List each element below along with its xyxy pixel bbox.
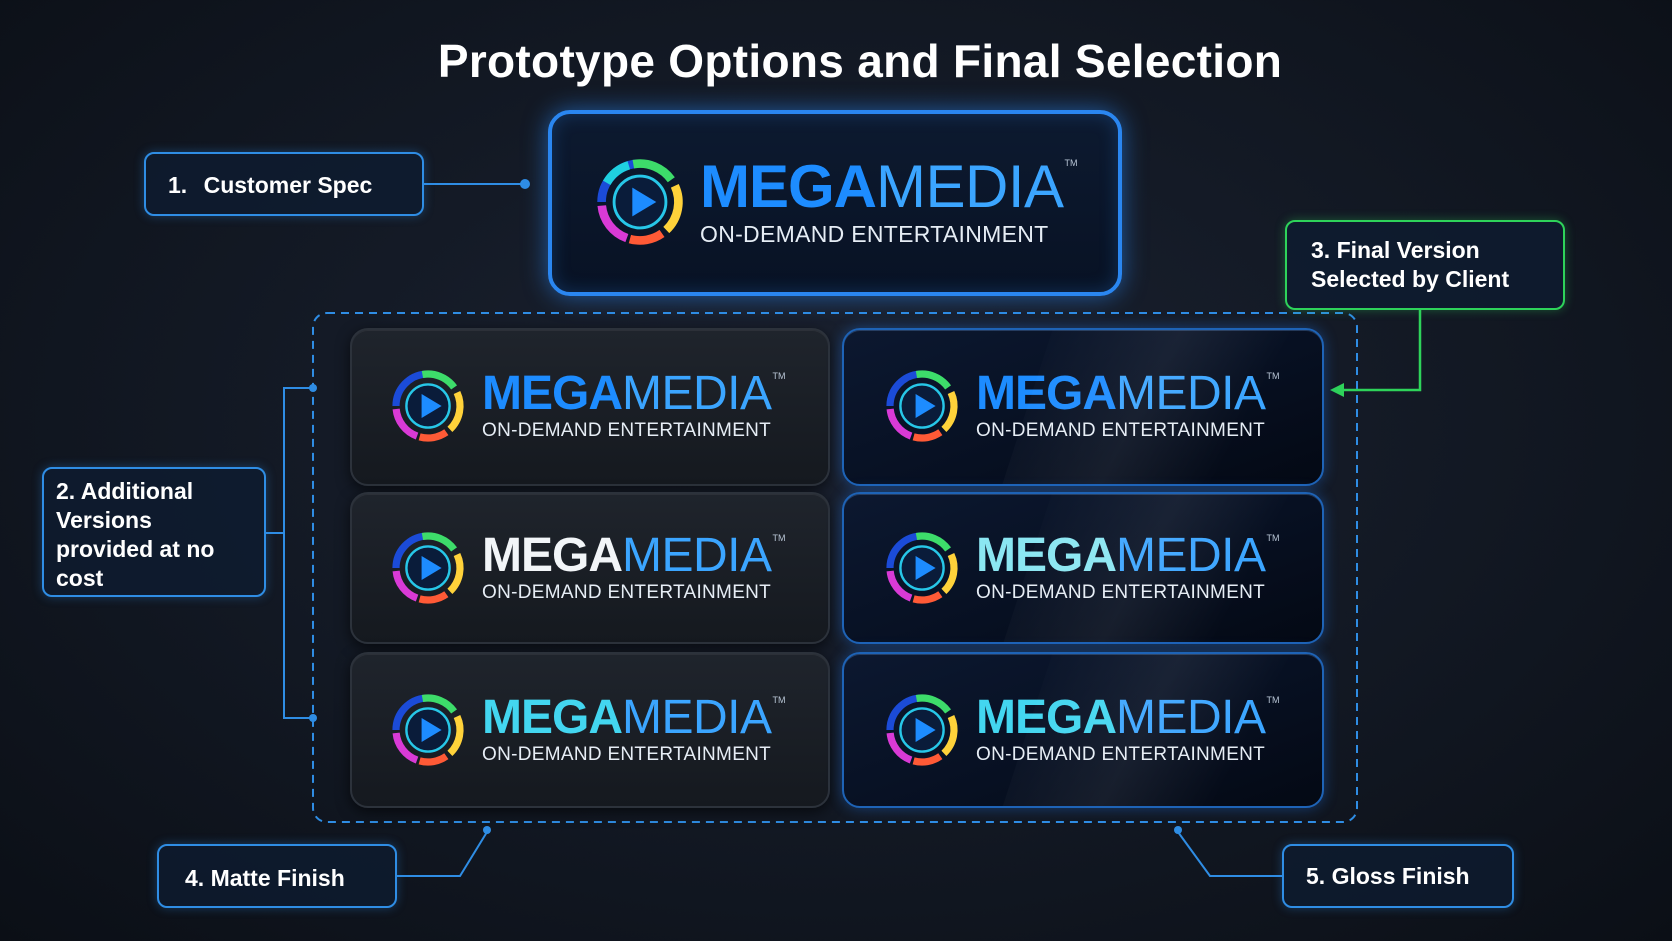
logo-subtitle: ON-DEMAND ENTERTAINMENT	[976, 420, 1266, 441]
logo-subtitle: ON-DEMAND ENTERTAINMENT	[700, 220, 1049, 247]
logo-mega: MEGA	[482, 367, 623, 420]
logo-mega: MEGA	[482, 691, 623, 744]
play-ring-icon	[392, 532, 464, 604]
logo-tm: TM	[1266, 371, 1280, 381]
customer-spec-number: 1.	[168, 172, 188, 198]
additional-line-4: cost	[56, 565, 104, 591]
additional-line-3: provided at no	[56, 536, 215, 562]
logo-media: MEDIA	[622, 691, 772, 744]
logo-tm: TM	[1266, 695, 1280, 705]
logo-subtitle: ON-DEMAND ENTERTAINMENT	[482, 582, 772, 603]
customer-spec-label: 1. Customer Spec	[144, 152, 424, 216]
gloss-finish-label: 5. Gloss Finish	[1282, 844, 1514, 908]
logo-media: MEDIA	[1116, 529, 1266, 582]
matte-finish-text: 4. Matte Finish	[185, 865, 345, 891]
logo-media: MEDIA	[622, 529, 772, 582]
logo-mega: MEGA	[976, 529, 1117, 582]
matte-finish-label: 4. Matte Finish	[157, 844, 397, 908]
final-version-label: 3. Final Version Selected by Client	[1285, 220, 1565, 310]
megamedia-logo: MEGA MEDIA TM ON-DEMAND ENTERTAINMENT	[388, 366, 786, 446]
logo-subtitle: ON-DEMAND ENTERTAINMENT	[976, 582, 1266, 603]
play-ring-icon	[597, 159, 683, 245]
play-ring-icon	[886, 370, 958, 442]
additional-line-2: Versions	[56, 507, 152, 533]
gloss-finish-text: 5. Gloss Finish	[1306, 863, 1470, 889]
additional-versions-label: 2. Additional Versions provided at no co…	[42, 467, 266, 597]
play-ring-icon	[392, 694, 464, 766]
additional-line-1: 2. Additional	[56, 478, 194, 504]
logo-tm: TM	[1266, 533, 1280, 543]
megamedia-logo: MEGA MEDIA TM ON-DEMAND ENTERTAINMENT	[592, 154, 1078, 250]
logo-subtitle: ON-DEMAND ENTERTAINMENT	[482, 744, 772, 765]
logo-mega: MEGA	[976, 367, 1117, 420]
play-ring-icon	[392, 370, 464, 442]
final-line-1: 3. Final Version	[1311, 237, 1480, 263]
logo-tm: TM	[772, 533, 786, 543]
customer-spec-text: Customer Spec	[203, 172, 373, 198]
logo-tm: TM	[772, 371, 786, 381]
play-ring-icon	[886, 694, 958, 766]
megamedia-logo: MEGA MEDIA TM ON-DEMAND ENTERTAINMENT	[388, 690, 786, 770]
gloss-card-3: MEGA MEDIA TM ON-DEMAND ENTERTAINMENT	[842, 652, 1324, 808]
megamedia-logo: MEGA MEDIA TM ON-DEMAND ENTERTAINMENT	[882, 366, 1280, 446]
play-ring-icon	[886, 532, 958, 604]
logo-media: MEDIA	[876, 152, 1064, 220]
logo-subtitle: ON-DEMAND ENTERTAINMENT	[482, 420, 772, 441]
final-line-2: Selected by Client	[1311, 266, 1510, 292]
logo-tm: TM	[1064, 157, 1078, 168]
logo-mega: MEGA	[700, 152, 877, 220]
logo-media: MEDIA	[622, 367, 772, 420]
gloss-card-1-selected: MEGA MEDIA TM ON-DEMAND ENTERTAINMENT	[842, 328, 1324, 486]
customer-spec-logo-card: MEGA MEDIA TM ON-DEMAND ENTERTAINMENT	[548, 110, 1122, 296]
matte-card-3: MEGA MEDIA TM ON-DEMAND ENTERTAINMENT	[350, 652, 830, 808]
megamedia-logo: MEGA MEDIA TM ON-DEMAND ENTERTAINMENT	[882, 690, 1280, 770]
gloss-card-2: MEGA MEDIA TM ON-DEMAND ENTERTAINMENT	[842, 492, 1324, 644]
logo-media: MEDIA	[1116, 691, 1266, 744]
logo-mega: MEGA	[976, 691, 1117, 744]
logo-tm: TM	[772, 695, 786, 705]
megamedia-logo: MEGA MEDIA TM ON-DEMAND ENTERTAINMENT	[388, 528, 786, 608]
logo-subtitle: ON-DEMAND ENTERTAINMENT	[976, 744, 1266, 765]
logo-media: MEDIA	[1116, 367, 1266, 420]
matte-card-2: MEGA MEDIA TM ON-DEMAND ENTERTAINMENT	[350, 492, 830, 644]
page-title: Prototype Options and Final Selection	[437, 35, 1283, 87]
logo-mega: MEGA	[482, 529, 623, 582]
matte-card-1: MEGA MEDIA TM ON-DEMAND ENTERTAINMENT	[350, 328, 830, 486]
megamedia-logo: MEGA MEDIA TM ON-DEMAND ENTERTAINMENT	[882, 528, 1280, 608]
